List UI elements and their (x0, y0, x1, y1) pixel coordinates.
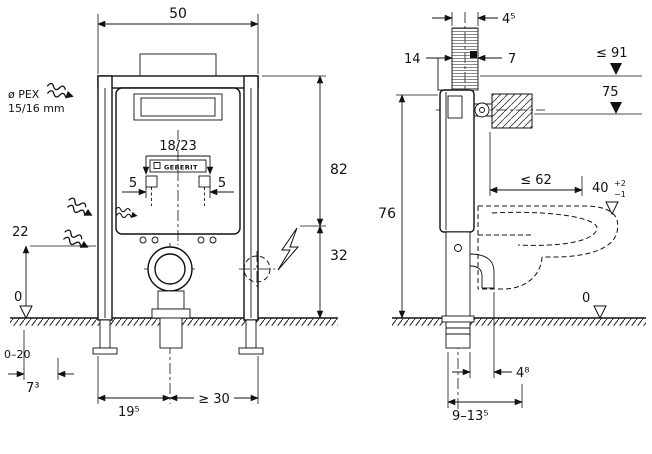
dim-rod-depth-label: 4⁵ (502, 12, 515, 27)
dim-back-depth: 7 (477, 52, 516, 67)
datum-triangle-icon (19, 305, 33, 320)
datum-triangle-icon (605, 201, 619, 216)
dim-min-clearance-label: ≥ 30 (198, 392, 230, 407)
dim-front-depth: 14 (404, 52, 453, 67)
dim-max-height-label: ≤ 91 (596, 46, 628, 61)
water-flow-icon (64, 196, 97, 221)
wall-connection (474, 93, 533, 129)
dim-bowl-tol-minus-label: −1 (614, 190, 626, 199)
lightning-icon (277, 227, 300, 271)
height-callouts: ≤ 91 75 (480, 46, 642, 115)
dim-foot: 7³ (8, 330, 74, 396)
dim-floor-range-label: 0–20 (4, 348, 31, 361)
dim-foot-label: 7³ (26, 381, 39, 396)
level-arrow-icon (610, 102, 622, 114)
dim-drain-offset-front-label: 19⁵ (118, 405, 140, 420)
brand-label: GEBERIT (164, 164, 198, 172)
dim-drain-center: 4⁸ (452, 292, 529, 381)
wall-bracket (491, 93, 533, 129)
water-flow-icon (60, 228, 93, 253)
dim-front-label: 14 (404, 52, 421, 67)
dim-drain-range-label: 9–13⁵ (452, 409, 489, 424)
dim-outlet-height-label: 32 (330, 248, 348, 264)
dim-bowl-depth: ≤ 62 (489, 132, 583, 196)
drain-pipe-front (151, 290, 191, 349)
pex-label: ø PEX 15/16 mm (8, 88, 65, 115)
drain-socket (147, 246, 193, 292)
dim-heights: 82 32 (262, 75, 348, 319)
floor-line-side (392, 317, 646, 326)
dim-bowl-height-label: 40 (592, 181, 609, 196)
frame-structure (97, 53, 259, 321)
dim-frame-height-side-label: 76 (378, 206, 396, 222)
dim-back-label: 7 (508, 52, 516, 67)
side-view: 4⁵ 14 7 ≤ 91 75 ≤ 62 4 (378, 12, 646, 424)
cistern-side (439, 89, 475, 233)
dim-drain-offset-front: 19⁵ (97, 356, 171, 420)
logo-mark-icon (153, 162, 161, 169)
datum-zero-side: 0 (582, 291, 607, 320)
dim-drain-center-label: 4⁸ (516, 366, 529, 381)
water-flow-icon (44, 81, 77, 102)
wall-anchor-strip (451, 27, 479, 91)
dim-bowl-depth-label: ≤ 62 (520, 173, 552, 188)
dim-min-clearance: ≥ 30 (169, 356, 259, 407)
dim-drain-range: 9–13⁵ (447, 352, 523, 424)
dim-offset-left-label: 5 (129, 176, 137, 191)
flush-box-side (437, 57, 453, 91)
front-view: 18/23 GEBERIT 5 5 (4, 6, 348, 420)
datum-zero-side-label: 0 (582, 291, 590, 306)
datum-zero-front-label: 0 (14, 290, 22, 305)
dim-width: 50 (97, 6, 259, 74)
dim-inlet-height: 22 (12, 225, 96, 319)
toilet-bowl-outline (477, 205, 619, 290)
datum-zero-front: 0 (14, 290, 33, 320)
level-arrow-icon (610, 63, 622, 75)
pex-label-line1: ø PEX (8, 88, 40, 101)
dim-bowl-tol-plus-label: +2 (614, 179, 626, 188)
dim-offset-right: 5 (209, 176, 234, 198)
mounting-bolts (139, 236, 217, 244)
dim-offset-right-label: 5 (218, 176, 226, 191)
anchor-bolt-icon (470, 51, 477, 58)
alt-drain-position (239, 251, 275, 287)
fixing-points (145, 175, 211, 206)
dim-offset-left: 5 (122, 176, 147, 198)
pex-label-line2: 15/16 mm (8, 102, 65, 115)
dim-connection-height-label: 75 (602, 85, 619, 100)
dim-width-label: 50 (169, 6, 187, 22)
dim-frame-height-label: 82 (330, 162, 348, 178)
dim-inlet-height-label: 22 (12, 225, 29, 240)
dim-bowl-height: 40 +2 −1 (592, 179, 626, 216)
drain-pipe-side (441, 231, 495, 349)
adjustable-feet (92, 319, 264, 355)
flush-plate-box (139, 53, 217, 79)
datum-triangle-icon (593, 305, 607, 320)
dim-rod-depth: 4⁵ (432, 12, 515, 27)
dim-frame-height-side: 76 (378, 94, 438, 319)
